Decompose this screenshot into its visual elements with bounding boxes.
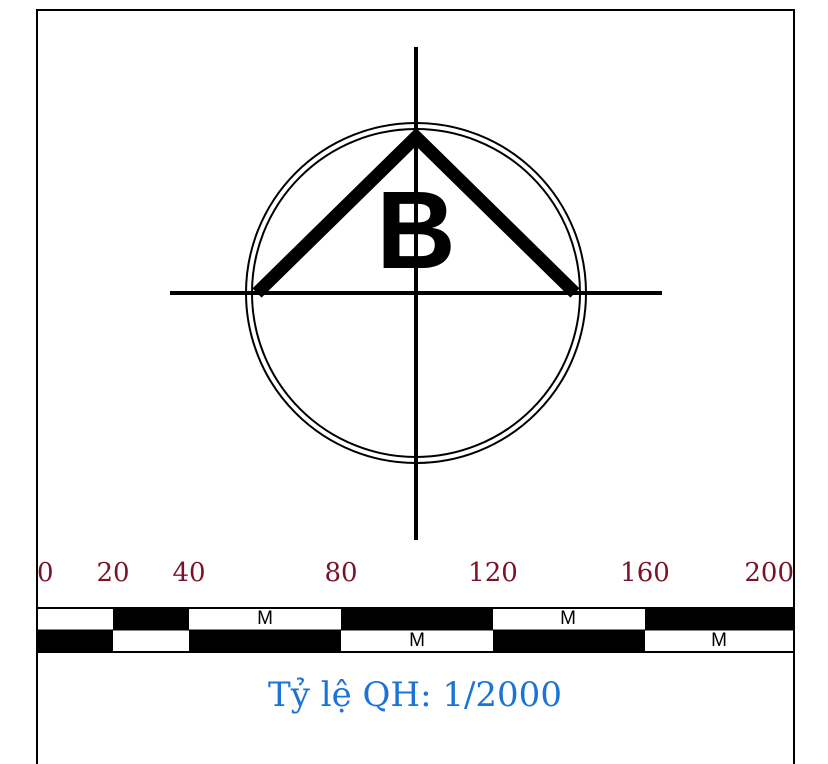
- scale-unit-label: M: [711, 630, 727, 651]
- benchmark-symbol-icon: B: [170, 47, 662, 540]
- scale-segment-bottom-black-2: [189, 630, 341, 652]
- scale-tick-label: 160: [620, 558, 670, 588]
- scale-segment-top-black-1: [113, 608, 189, 630]
- scale-tick-label: 200: [744, 558, 794, 588]
- scale-unit-label: M: [560, 608, 576, 629]
- scale-segment-bottom-black-3: [493, 630, 645, 652]
- scale-tick-label: 20: [96, 558, 130, 588]
- unit-box-4: [708, 632, 730, 651]
- legend-border: [36, 9, 795, 764]
- scale-tick-label: 80: [324, 558, 358, 588]
- unit-box-1: [254, 610, 276, 629]
- scale-segment-bottom-black-1: [37, 630, 113, 652]
- scale-tick-label: 40: [172, 558, 206, 588]
- scale-segment-top-black-3: [645, 608, 794, 630]
- scale-unit-label: M: [409, 630, 425, 651]
- unit-box-2: [406, 632, 428, 651]
- scale-tick-label: 120: [468, 558, 518, 588]
- scale-bar: [37, 607, 794, 653]
- scale-unit-label: M: [257, 608, 273, 629]
- scale-ratio-text: Tỷ lệ QH: 1/2000: [268, 675, 562, 715]
- triangle-mark: [252, 127, 580, 298]
- unit-box-3: [557, 610, 579, 629]
- symbol-letter: B: [376, 169, 455, 292]
- scale-segment-top-black-2: [341, 608, 493, 630]
- scale-tick-label: 0: [37, 558, 54, 588]
